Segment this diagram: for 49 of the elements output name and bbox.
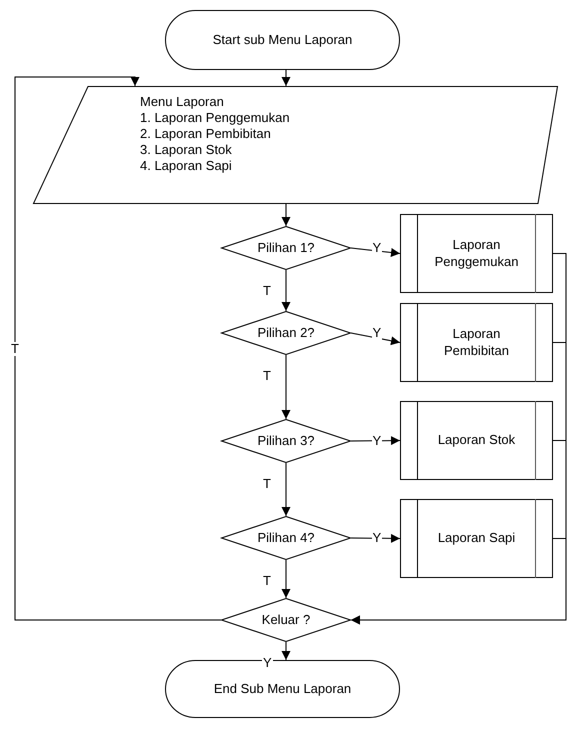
connector-arrow <box>350 538 566 624</box>
edge-label: T <box>10 342 20 356</box>
predefined-process-box <box>400 401 553 480</box>
menu-item: 1. Laporan Penggemukan <box>140 110 290 126</box>
edge-label: T <box>262 369 272 383</box>
predefined-process-box <box>400 499 553 578</box>
predefined-process-box <box>400 214 553 293</box>
decision-diamond <box>221 516 351 560</box>
edge-label: Y <box>372 326 382 340</box>
node-label: Start sub Menu Laporan <box>212 32 352 48</box>
node-label: Pilihan 3? <box>257 432 315 450</box>
node-label: End Sub Menu Laporan <box>214 680 352 698</box>
predefined-process-box <box>400 303 553 382</box>
connector-arrow <box>282 462 290 516</box>
menu-heading: Menu Laporan <box>140 94 224 110</box>
connector-arrow <box>350 332 400 346</box>
node-label: Laporan Penggemukan <box>434 237 520 270</box>
decision-diamond <box>221 311 351 355</box>
decision-diamond <box>221 419 351 463</box>
edge-label: T <box>262 477 272 491</box>
connector-arrow <box>282 270 290 312</box>
edge-label: T <box>262 284 272 298</box>
connector-arrow <box>14 76 222 620</box>
edge-label: Y <box>372 531 382 545</box>
edge-label: Y <box>262 656 273 670</box>
connector-arrow <box>282 70 290 86</box>
edge-label: Y <box>372 434 382 448</box>
connector-arrow <box>350 436 400 446</box>
decision-diamond <box>221 226 351 270</box>
node-label: Laporan Sapi <box>438 530 516 547</box>
input-output-parallelogram <box>33 86 558 204</box>
connector-arrow <box>282 204 290 226</box>
node-label: Laporan Stok <box>438 432 516 449</box>
node-label: Pilihan 4? <box>257 530 315 546</box>
node-label: Laporan Pembibitan <box>442 326 510 359</box>
edge-label: T <box>262 574 272 588</box>
decision-diamond <box>221 598 351 642</box>
edge-label: Y <box>372 241 382 255</box>
connector-arrow <box>282 642 290 660</box>
menu-item: 4. Laporan Sapi <box>140 158 232 174</box>
node-label: Keluar ? <box>262 612 310 628</box>
menu-item: 2. Laporan Pembibitan <box>140 126 271 142</box>
connector-arrow <box>282 354 290 420</box>
connector-arrow <box>350 534 400 543</box>
connector-arrow <box>350 248 400 257</box>
node-label: Pilihan 2? <box>257 324 315 342</box>
menu-item: 3. Laporan Stok <box>140 142 232 158</box>
connector-arrow <box>282 560 290 598</box>
node-label: Pilihan 1? <box>257 240 315 256</box>
